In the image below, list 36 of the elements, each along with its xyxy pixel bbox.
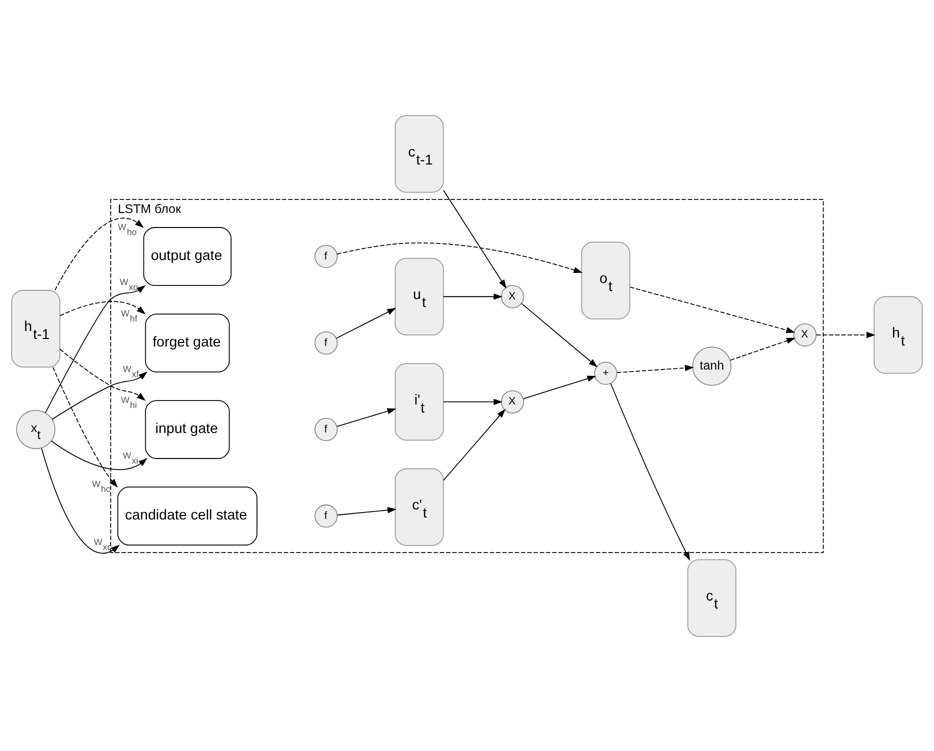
node-box: candidate cell state xyxy=(117,486,258,545)
arrow xyxy=(443,398,503,404)
node-circle: + xyxy=(594,361,618,384)
node-box: input gate xyxy=(145,400,230,458)
arrow xyxy=(523,375,596,399)
node-box: forget gate xyxy=(145,313,230,372)
arrow xyxy=(336,307,396,338)
node-circle: f xyxy=(314,504,338,528)
arrow xyxy=(443,293,503,300)
arrow xyxy=(521,302,598,367)
arrow xyxy=(816,331,876,338)
node-circle: X xyxy=(793,322,817,346)
arrow xyxy=(52,366,118,488)
arrow xyxy=(443,408,506,480)
arrow xyxy=(41,447,120,554)
arrow xyxy=(54,217,144,290)
arrow xyxy=(610,382,690,560)
arrow xyxy=(44,284,146,413)
node-circle: X xyxy=(500,390,524,413)
node-box: output gate xyxy=(143,226,232,286)
node-circle: X xyxy=(500,284,524,308)
arrow xyxy=(337,506,396,515)
arrow xyxy=(730,337,796,360)
arrow xyxy=(60,300,146,316)
node-circle: f xyxy=(314,417,338,441)
arrow xyxy=(443,189,506,288)
arrow xyxy=(616,364,694,373)
arrow xyxy=(52,371,148,420)
arrow xyxy=(630,286,796,333)
arrow xyxy=(336,408,396,426)
arrow xyxy=(50,440,148,470)
node-circle: tanh xyxy=(692,346,732,386)
arrow xyxy=(336,242,583,273)
node-circle: f xyxy=(314,244,338,268)
arrow xyxy=(59,348,146,400)
node-circle: f xyxy=(314,330,338,354)
